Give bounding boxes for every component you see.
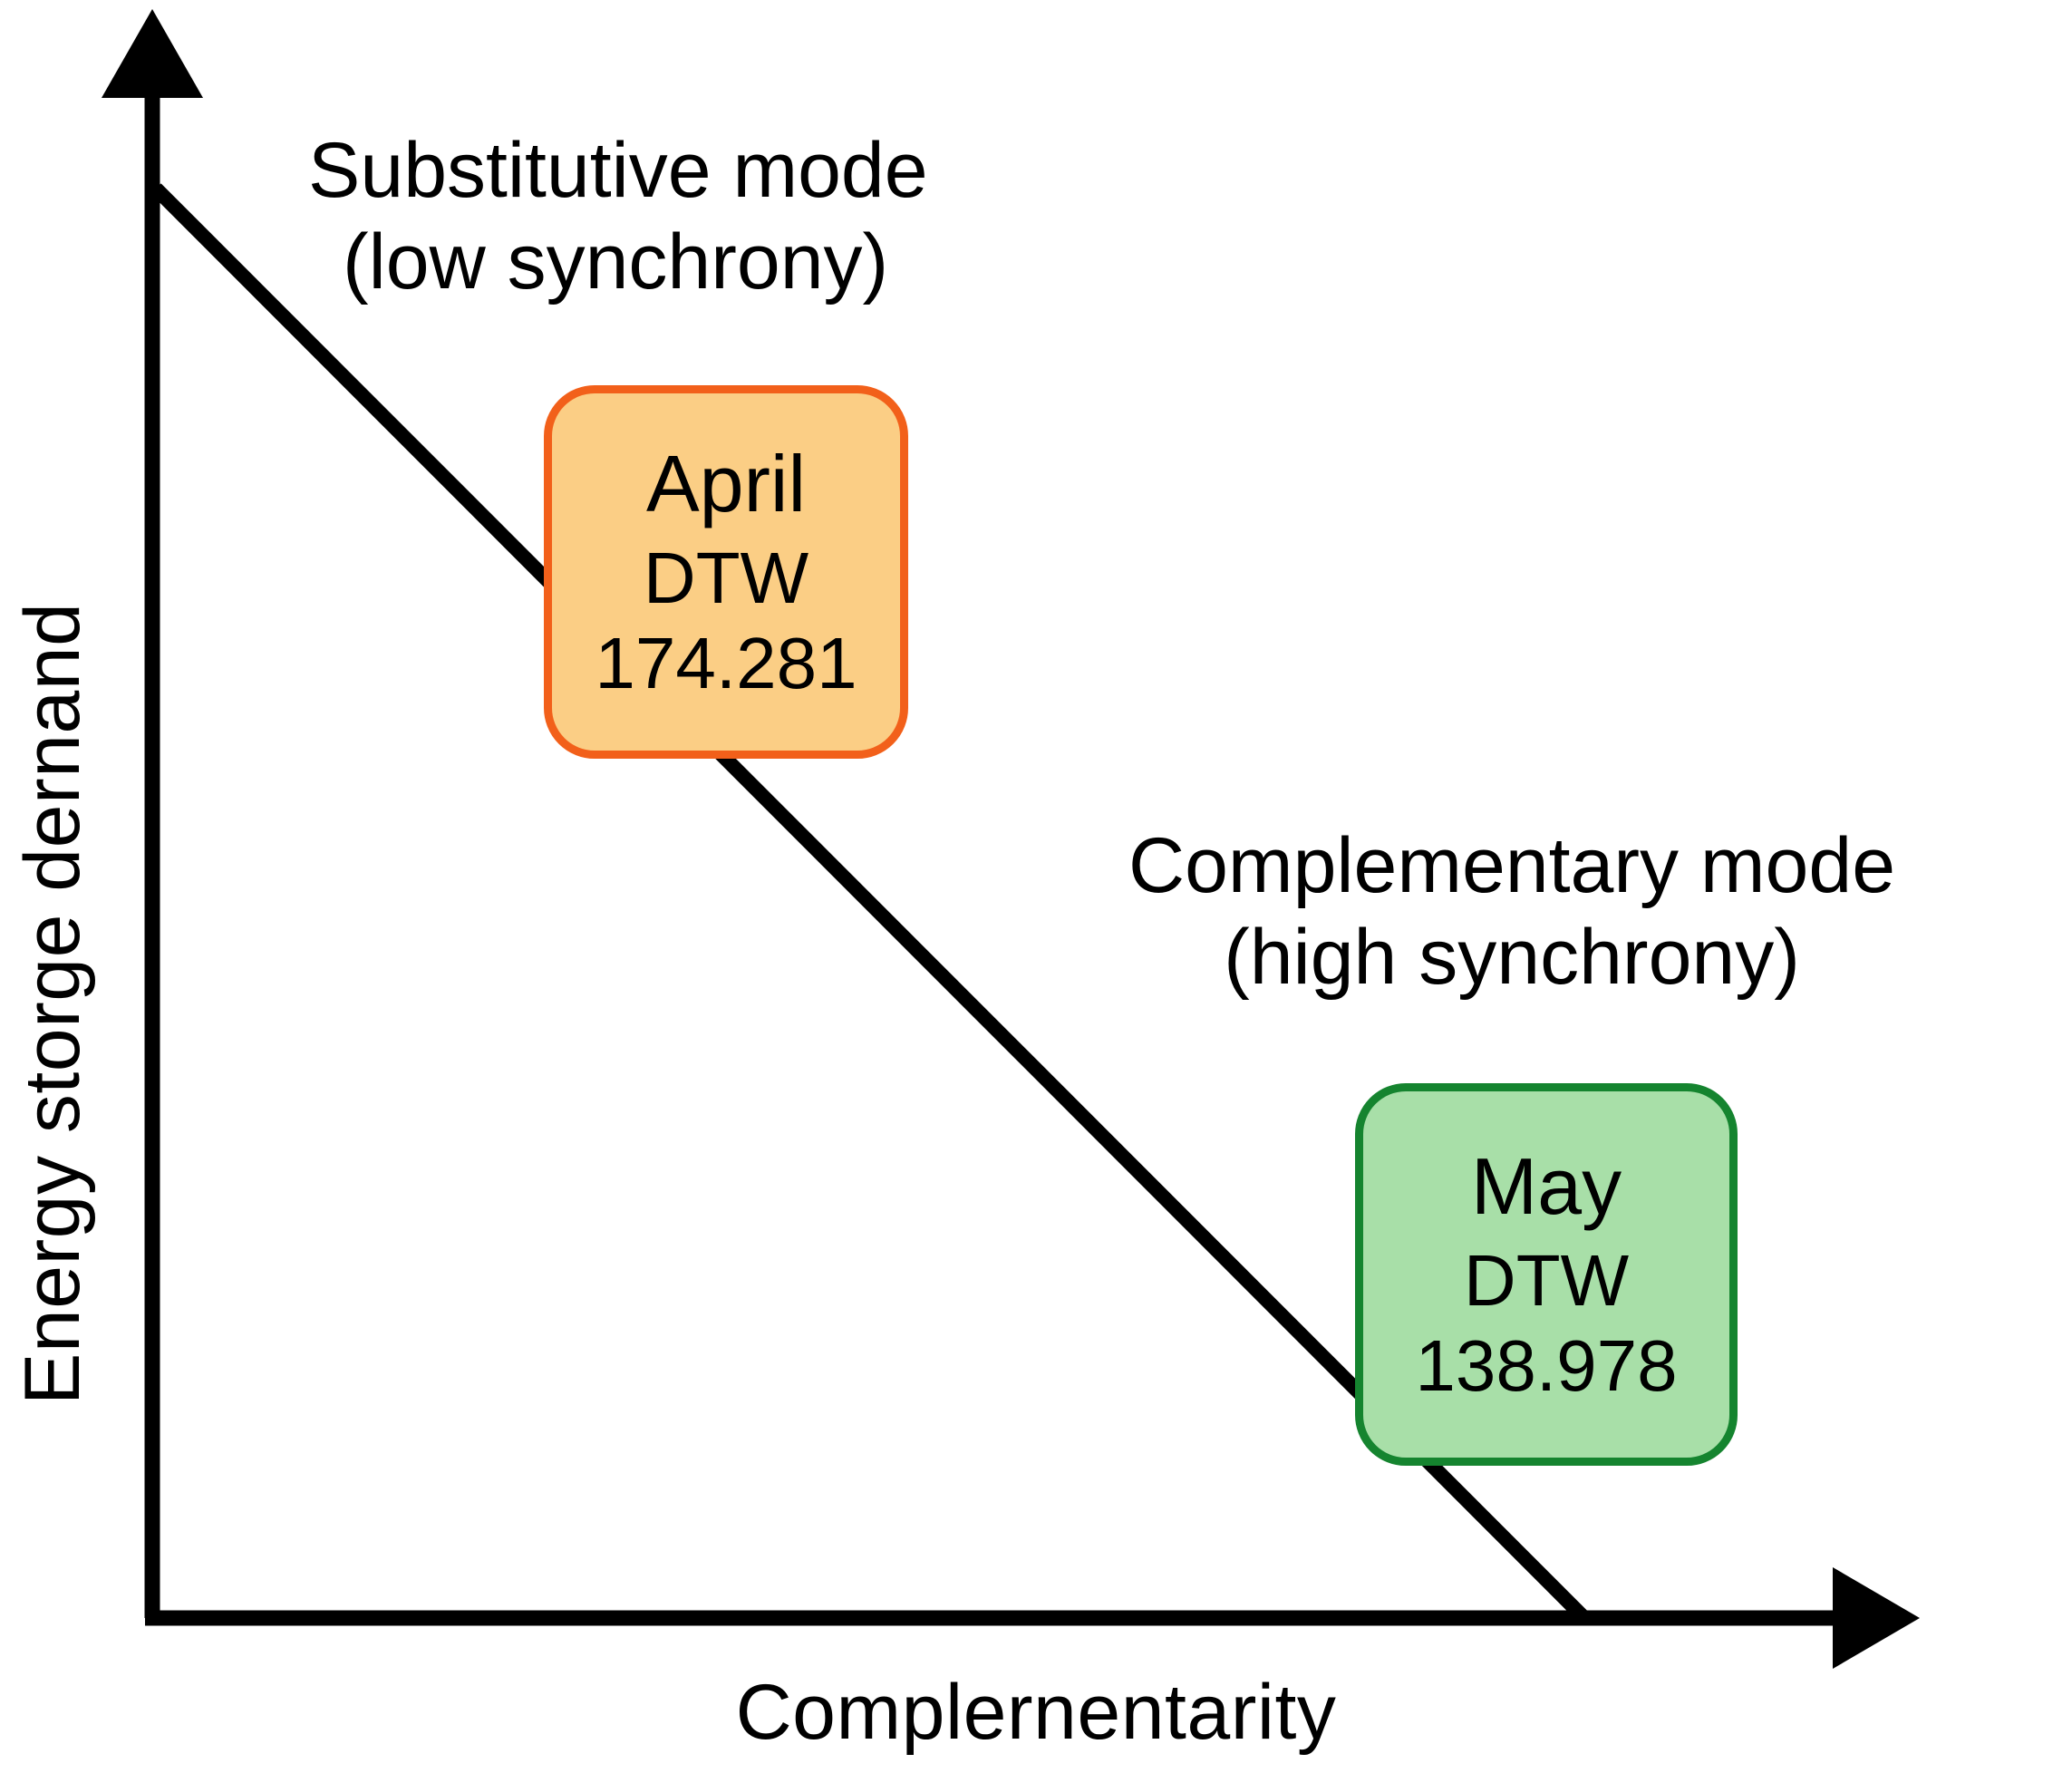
april-metric-value: 174.281 [595, 623, 857, 703]
x-axis-title: Complernentarity [735, 1669, 1337, 1756]
complementary-mode-title: Complementary mode [1128, 822, 1896, 909]
april-metric-label: DTW [643, 538, 809, 618]
arrow-up-icon [102, 9, 203, 98]
april-month-label: April [645, 439, 807, 528]
may-metric-value: 138.978 [1415, 1325, 1678, 1406]
april-data-box[interactable]: April DTW 174.281 [544, 385, 908, 759]
complementary-mode-annotation: Complementary mode (high synchrony) [1128, 820, 1895, 1004]
arrow-right-icon [1833, 1567, 1920, 1669]
may-data-box[interactable]: May DTW 138.978 [1355, 1083, 1738, 1466]
substitutive-mode-annotation: Substitutive mode (low synchrony) [308, 125, 928, 309]
may-month-label: May [1470, 1141, 1622, 1231]
y-axis-title: Energy storge dernand [9, 602, 96, 1405]
substitutive-mode-title: Substitutive mode [308, 127, 928, 214]
trend-line [150, 183, 1590, 1623]
may-metric-label: DTW [1463, 1240, 1630, 1321]
substitutive-mode-subtitle: (low synchrony) [343, 218, 889, 306]
complementary-mode-subtitle: (high synchrony) [1224, 914, 1800, 1002]
